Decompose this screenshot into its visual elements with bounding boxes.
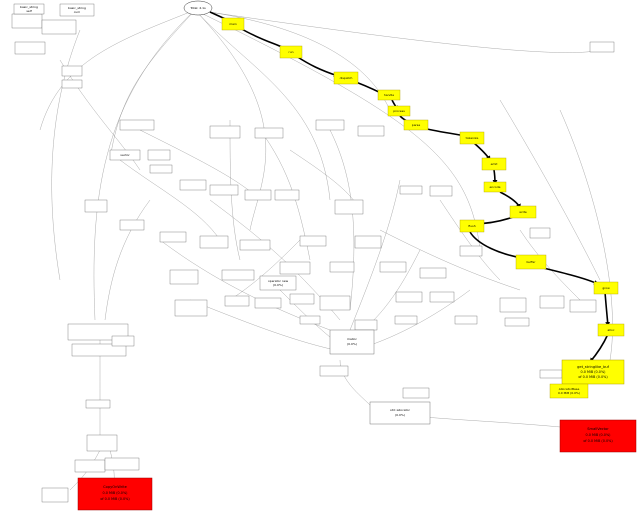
- svg-text:operator new: operator new: [268, 279, 289, 283]
- node-basic-string-cum[interactable]: basic_string cum: [59, 3, 95, 17]
- svg-text:0.0 MiB (0.0%): 0.0 MiB (0.0%): [585, 433, 611, 437]
- svg-text:basic_string: basic_string: [20, 5, 38, 9]
- svg-text:parse: parse: [412, 123, 421, 127]
- svg-text:malloc: malloc: [347, 337, 357, 341]
- chain-node-handle[interactable]: handle: [377, 89, 401, 101]
- svg-text:main: main: [229, 22, 237, 26]
- chain-node-emit[interactable]: emit: [481, 157, 507, 171]
- chain-node-run[interactable]: run: [279, 45, 303, 59]
- svg-text:tokenize: tokenize: [466, 136, 479, 140]
- chain-node-process[interactable]: process: [387, 105, 411, 117]
- chain-node-parse[interactable]: parse: [403, 119, 429, 131]
- svg-text:handle: handle: [384, 93, 394, 97]
- svg-text:run: run: [288, 50, 293, 54]
- chain-node-main[interactable]: main: [221, 17, 245, 31]
- graph-nodes: [11, 13, 615, 503]
- svg-text:of 0.0 MiB (0.0%): of 0.0 MiB (0.0%): [583, 439, 613, 443]
- svg-text:(0.0%): (0.0%): [347, 342, 357, 346]
- node-small-vector[interactable]: SmallVector 0.0 MiB (0.0%) of 0.0 MiB (0…: [559, 419, 637, 453]
- svg-text:self: self: [26, 9, 32, 13]
- hot-chain: main run dispatch handle process parse t…: [221, 17, 625, 337]
- svg-text:std::allocator: std::allocator: [390, 408, 411, 412]
- chain-node-alloc[interactable]: alloc: [597, 323, 625, 337]
- chain-node-grow[interactable]: grow: [593, 281, 619, 295]
- svg-text:AllocatorBase: AllocatorBase: [559, 387, 580, 391]
- node-vector[interactable]: vector: [109, 149, 141, 161]
- graph-edges: [39, 9, 613, 496]
- svg-text:encode: encode: [490, 185, 501, 189]
- svg-text:dispatch: dispatch: [340, 76, 353, 80]
- svg-text:SmallVector: SmallVector: [587, 427, 609, 431]
- svg-text:(0.0%): (0.0%): [395, 413, 405, 417]
- svg-text:(0.0%): (0.0%): [273, 283, 283, 287]
- svg-text:write: write: [519, 210, 527, 214]
- svg-text:emit: emit: [491, 162, 499, 166]
- svg-text:Total: 2.1s: Total: 2.1s: [189, 6, 206, 10]
- node-get-stringlike-buf[interactable]: get_stringlike_buf 0.0 MiB (0.0%) of 0.0…: [561, 359, 625, 385]
- svg-text:0.0 MiB (0.0%): 0.0 MiB (0.0%): [558, 391, 580, 395]
- node-std-allocator[interactable]: std::allocator (0.0%): [369, 401, 431, 425]
- svg-text:0.0 MiB (0.0%): 0.0 MiB (0.0%): [580, 370, 606, 374]
- node-basic-string-self[interactable]: basic_string self: [13, 3, 45, 15]
- chain-node-encode[interactable]: encode: [483, 181, 507, 193]
- svg-text:CopyOnWrite: CopyOnWrite: [103, 485, 127, 489]
- svg-text:0.0 MiB (0.0%): 0.0 MiB (0.0%): [102, 491, 128, 495]
- svg-text:get_stringlike_buf: get_stringlike_buf: [577, 365, 610, 369]
- chain-node-dispatch[interactable]: dispatch: [333, 71, 359, 85]
- svg-text:flush: flush: [468, 224, 475, 228]
- node-copy-on-write[interactable]: CopyOnWrite 0.0 MiB (0.0%) of 0.0 MiB (0…: [77, 477, 153, 511]
- svg-text:alloc: alloc: [608, 328, 615, 332]
- svg-text:basic_string: basic_string: [68, 6, 86, 10]
- svg-text:of 0.0 MiB (0.0%): of 0.0 MiB (0.0%): [100, 497, 130, 501]
- svg-text:cum: cum: [74, 10, 81, 14]
- svg-text:vector: vector: [120, 153, 130, 157]
- node-operator-new[interactable]: operator new (0.0%): [259, 275, 297, 291]
- chain-node-tokenize[interactable]: tokenize: [459, 131, 485, 145]
- svg-text:of 0.0 MiB (0.0%): of 0.0 MiB (0.0%): [578, 375, 608, 379]
- root-node[interactable]: Total: 2.1s: [183, 0, 213, 16]
- svg-text:process: process: [393, 109, 405, 113]
- chain-node-buffer[interactable]: buffer: [515, 254, 547, 270]
- svg-text:grow: grow: [602, 286, 610, 290]
- node-allocator-base[interactable]: AllocatorBase 0.0 MiB (0.0%): [549, 383, 589, 399]
- chain-node-flush[interactable]: flush: [459, 219, 485, 233]
- node-malloc[interactable]: malloc (0.0%): [329, 329, 375, 355]
- chain-node-write[interactable]: write: [509, 205, 537, 219]
- svg-text:buffer: buffer: [527, 260, 537, 264]
